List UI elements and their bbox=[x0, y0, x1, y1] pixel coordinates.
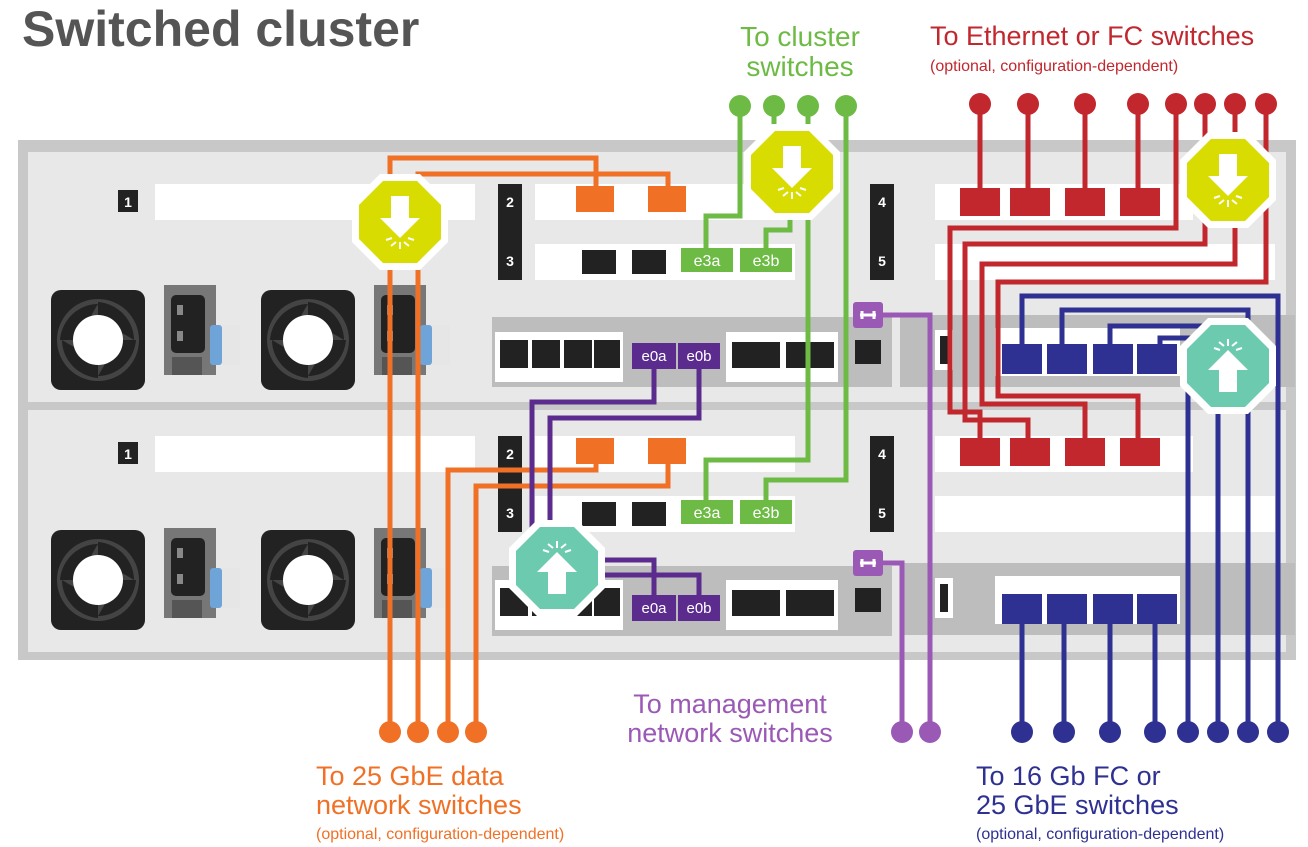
label-fc-note: (optional, configuration-dependent) bbox=[976, 826, 1225, 843]
cables-management bbox=[883, 312, 933, 732]
up-arrow-badge-icon bbox=[508, 519, 606, 617]
ends-ethernet-fc bbox=[969, 93, 1277, 115]
slot-label: 3 bbox=[506, 253, 514, 269]
ends-fc-16gb bbox=[1011, 721, 1289, 743]
label-ethernet-fc-note: (optional, configuration-dependent) bbox=[930, 58, 1179, 75]
cables-fc-16gb bbox=[1019, 293, 1281, 732]
port-e0b: e0b bbox=[686, 600, 711, 617]
controller-bottom: 1 2 3 4 5 e3a e3b e0a e0b bbox=[51, 436, 1295, 636]
cables-e0 bbox=[529, 369, 702, 595]
port-e0b: e0b bbox=[686, 348, 711, 365]
ends-management bbox=[891, 721, 941, 743]
ends-cluster bbox=[729, 95, 857, 117]
down-arrow-badge-icon bbox=[743, 123, 841, 221]
slot-label: 5 bbox=[878, 253, 886, 269]
slot-label: 1 bbox=[124, 194, 132, 210]
label-ethernet-fc: To Ethernet or FC switches bbox=[930, 21, 1255, 51]
port-e0a: e0a bbox=[641, 600, 667, 617]
port-e3b: e3b bbox=[753, 505, 780, 522]
wrench-icon bbox=[860, 311, 876, 319]
cables-25gbe bbox=[387, 155, 671, 732]
port-e3a: e3a bbox=[694, 505, 721, 522]
slot-label: 4 bbox=[878, 194, 886, 210]
up-arrow-badge-icon bbox=[1179, 317, 1277, 415]
slot-label: 2 bbox=[506, 446, 514, 462]
port-e3b: e3b bbox=[753, 253, 780, 270]
down-arrow-badge-icon bbox=[1179, 131, 1277, 229]
slot-label: 2 bbox=[506, 194, 514, 210]
slot-label: 3 bbox=[506, 505, 514, 521]
label-25gbe-note: (optional, configuration-dependent) bbox=[316, 826, 565, 843]
port-e0a: e0a bbox=[641, 348, 667, 365]
port-e3a: e3a bbox=[694, 253, 721, 270]
slot-label: 4 bbox=[878, 446, 886, 462]
wrench-icon bbox=[860, 559, 876, 567]
slot-label: 5 bbox=[878, 505, 886, 521]
page-title: Switched cluster bbox=[22, 1, 420, 57]
ends-25gbe bbox=[379, 721, 487, 743]
slot-label: 1 bbox=[124, 446, 132, 462]
down-arrow-badge-icon bbox=[351, 173, 449, 271]
